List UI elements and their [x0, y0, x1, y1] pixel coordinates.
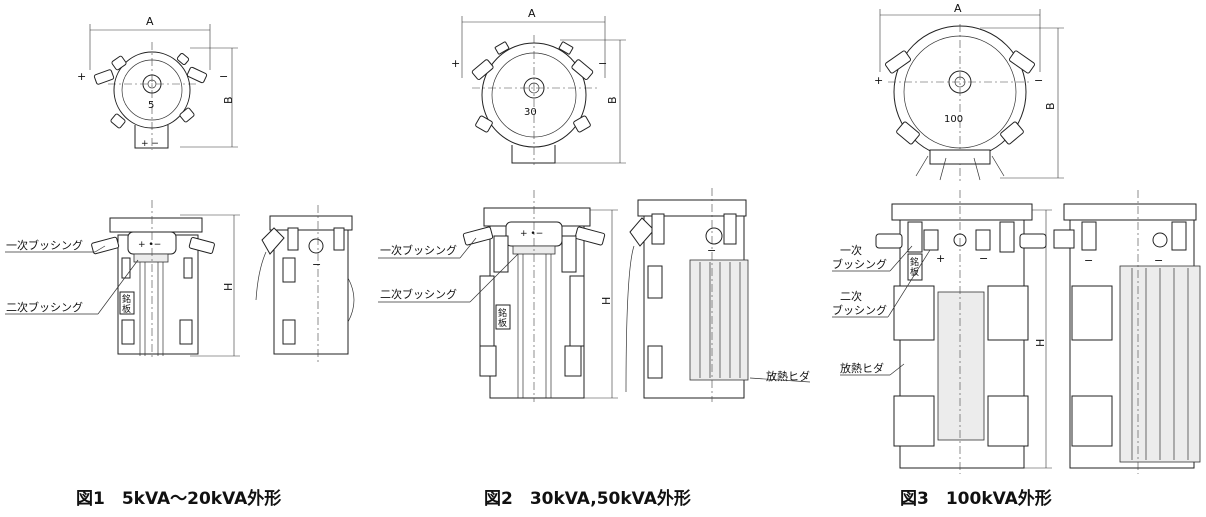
fig2-side-minus: −	[707, 244, 716, 257]
fig2-top-view: A B + − 30	[451, 7, 626, 165]
fig2-rating: 30	[524, 107, 537, 118]
fig2-primary-bushing: 一次ブッシング	[380, 243, 457, 257]
fig2-nameplate-2: 板	[498, 317, 507, 329]
fig3-top-minus: −	[1034, 74, 1043, 87]
fig3-dim-h: H	[1034, 339, 1047, 347]
fig2-top-plus: +	[451, 57, 460, 70]
fig1-top-minus: −	[219, 70, 228, 83]
fig3-side-minus-b: −	[1154, 254, 1163, 267]
fig3-front-view: H 銘 板 + − 一次 ブッシング 二次 ブッシング 放熱ヒダ	[832, 190, 1052, 474]
fig1-secondary-bushing: 二次ブッシング	[6, 300, 83, 314]
fig3-minus: −	[979, 252, 988, 265]
fig3-dim-a: A	[954, 2, 962, 15]
fig1-top-plus: +	[77, 70, 86, 83]
fig3-plus: +	[936, 252, 945, 265]
fig2-caption: 図2 30kVA,50kVA外形	[484, 489, 691, 509]
fig1-dim-a: A	[146, 15, 154, 28]
fig2-top-minus: −	[598, 57, 607, 70]
fig3-caption: 図3 100kVA外形	[900, 489, 1052, 509]
fig3-dim-b: B	[1044, 102, 1057, 110]
fig3-top-view: A B + − 100	[874, 2, 1064, 182]
fig1-polarity: + •−	[138, 240, 161, 250]
fig1-nameplate-1: 銘	[122, 293, 131, 305]
fig1-primary-bushing: 一次ブッシング	[6, 238, 83, 252]
fig2-secondary-bushing: 二次ブッシング	[380, 287, 457, 301]
fig2-polarity: + •−	[520, 229, 543, 239]
fig3-nameplate-1: 銘	[910, 256, 919, 268]
fig1-top-view: A B + − 5 + −	[77, 15, 238, 150]
fig2-fin-label: 放熱ヒダ	[766, 369, 810, 383]
fig2-nameplate-1: 銘	[498, 307, 507, 319]
fig1-bottom-pm: + −	[141, 139, 159, 149]
fig3-primary-l2: ブッシング	[832, 257, 887, 271]
fig1-side-minus: −	[312, 258, 321, 271]
fig3-top-plus: +	[874, 74, 883, 87]
fig1-side-view: −	[255, 205, 355, 362]
fig3-primary-l1: 一次	[840, 243, 862, 257]
fig3-side-view: − −	[1053, 190, 1201, 474]
fig1-nameplate-2: 板	[122, 303, 131, 315]
fig1-caption: 図1 5kVA〜20kVA外形	[76, 489, 282, 509]
fig3-side-minus-a: −	[1084, 254, 1093, 267]
fig2-front-view: H 銘 板 + •− 一次ブッシング 二次ブッシング	[378, 190, 618, 402]
fig2-dim-a: A	[528, 7, 536, 20]
fig1-front-view: H 銘 板 + •− 一次ブッシング 二次ブッシング	[5, 200, 240, 360]
fig3-rating: 100	[944, 114, 963, 125]
fig1-rating: 5	[148, 100, 154, 111]
fig2-side-view: − 放熱ヒダ	[625, 188, 811, 402]
fig1-dim-h: H	[222, 283, 235, 291]
fig3-secondary-l2: ブッシング	[832, 303, 887, 317]
fig3-secondary-l1: 二次	[840, 289, 862, 303]
fig1-dim-b: B	[222, 96, 235, 104]
fig2-dim-h: H	[600, 297, 613, 305]
fig3-fin-label: 放熱ヒダ	[840, 361, 884, 375]
fig2-dim-b: B	[606, 96, 619, 104]
fig3-nameplate-2: 板	[910, 266, 919, 278]
